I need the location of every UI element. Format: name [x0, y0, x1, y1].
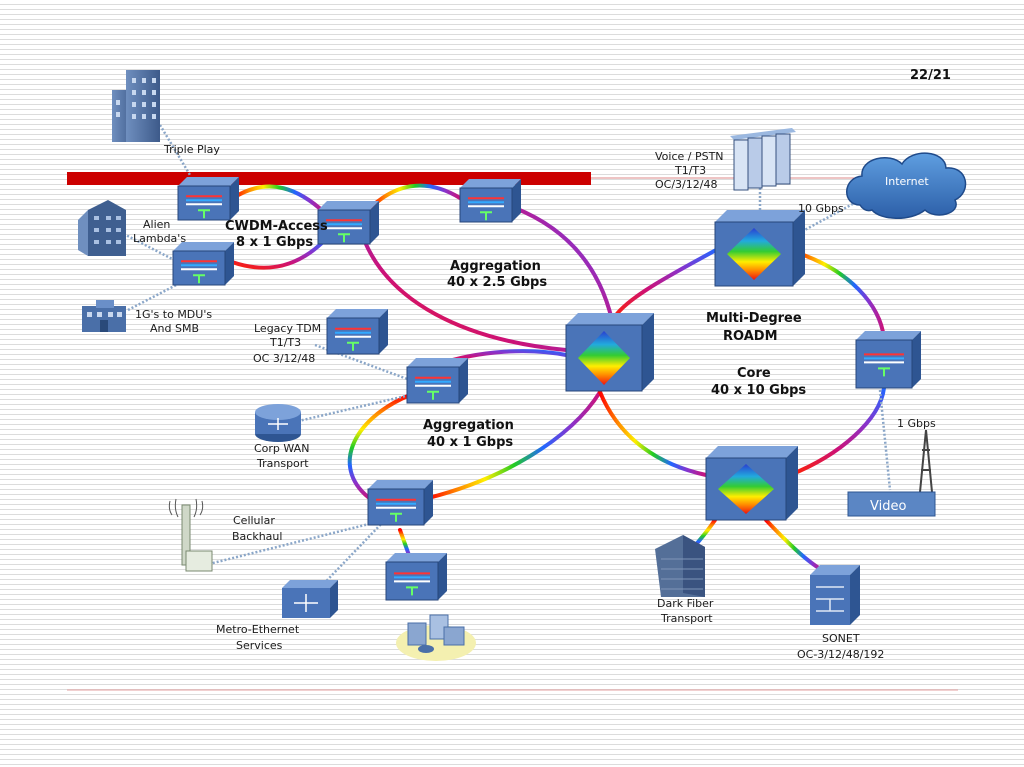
small-building-icon [82, 300, 126, 332]
mux-cwdm-access [317, 201, 379, 245]
roadm-top [714, 210, 805, 287]
mux-agg-top [459, 179, 521, 223]
video-display [847, 491, 936, 517]
office-building-icon [655, 535, 705, 597]
legacy-tdm-label-2: T1/T3 [269, 336, 301, 349]
roadm-label-2: ROADM [723, 329, 778, 344]
agg1-label-2: 40 x 1 Gbps [427, 435, 513, 450]
core-ring-right [788, 386, 886, 477]
cellular-label-1: Cellular [233, 514, 275, 527]
roadm-center [565, 313, 654, 392]
legacy-tdm-label-3: OC 3/12/48 [253, 352, 315, 365]
page-number: 22/21 [910, 68, 951, 83]
legacy-tdm-label-1: Legacy TDM [254, 322, 321, 335]
metro-eth-label-1: Metro-Ethernet [216, 623, 300, 636]
cell-antenna-icon [919, 429, 933, 493]
video-label: Video [870, 499, 906, 514]
agg-link-top [368, 183, 462, 210]
office-building-icon [112, 70, 160, 142]
ten-gbps-label: 10 Gbps [798, 202, 844, 215]
core-ring-top-left [610, 248, 718, 324]
cwdm-ring-top [231, 184, 327, 215]
triple-play-label: Triple Play [163, 143, 220, 156]
core-label-1: Core [737, 366, 771, 381]
storage-rack-icon [730, 128, 796, 191]
agg1-link-left [347, 393, 412, 502]
dark-fiber-label-2: Transport [660, 612, 713, 625]
internet-label: Internet [885, 175, 929, 188]
core-ring-bottom-left [598, 390, 708, 477]
cwdm-ring-bottom [230, 238, 327, 270]
cwdm-label-2: 8 x 1 Gbps [236, 235, 313, 250]
corp-wan-label-1: Corp WAN [254, 442, 309, 455]
agg1-label-1: Aggregation [423, 418, 514, 433]
sonet-device-icon [810, 565, 860, 625]
mdu-label-1: 1G's to MDU's [135, 308, 212, 321]
cwdm-label-1: CWDM-Access [225, 219, 328, 234]
mux-agg-lower [367, 480, 433, 526]
voice-label-2: T1/T3 [674, 164, 706, 177]
core-ring-top-right [793, 250, 886, 340]
switch-icon [282, 580, 338, 618]
corp-wan-label-2: Transport [256, 457, 309, 470]
agg-link-right [513, 206, 614, 322]
voice-label-3: OC/3/12/48 [655, 178, 717, 191]
mux-cwdm-top [177, 177, 239, 221]
agg25-label-2: 40 x 2.5 Gbps [447, 275, 547, 290]
diagram-labels: Triple Play Alien Lambda's 1G's to MDU's… [133, 143, 936, 661]
alien-lambdas-label-1: Alien [143, 218, 170, 231]
mux-legacy-tdm [326, 309, 388, 355]
voice-label-1: Voice / PSTN [655, 150, 724, 163]
mdu-label-2: And SMB [150, 322, 199, 335]
agg1-link-bottom [426, 390, 602, 500]
mux-agg-1 [406, 358, 468, 404]
alien-lambdas-label-2: Lambda's [133, 232, 186, 245]
mux-servers [385, 553, 447, 601]
metro-eth-label-2: Services [236, 639, 283, 652]
agg-link-lower [363, 240, 568, 352]
sonet-label-1: SONET [822, 632, 860, 645]
roadm-label-1: Multi-Degree [706, 311, 802, 326]
roadm-sonet [764, 518, 824, 572]
sonet-label-2: OC-3/12/48/192 [797, 648, 884, 661]
core-label-2: 40 x 10 Gbps [711, 383, 806, 398]
server-cluster-icon [396, 614, 476, 661]
roadm-bottom [705, 446, 798, 521]
mux-cwdm-bottom [172, 242, 234, 286]
cloud-icon [846, 152, 967, 219]
cellular-label-2: Backhaul [232, 530, 282, 543]
router-icon [255, 404, 301, 442]
office-building-icon [78, 200, 126, 256]
dark-fiber-label-1: Dark Fiber [657, 597, 714, 610]
cell-antenna-icon [168, 498, 213, 572]
mux-video [855, 331, 921, 389]
one-gbps-label: 1 Gbps [897, 417, 936, 430]
agg25-label-1: Aggregation [450, 259, 541, 274]
